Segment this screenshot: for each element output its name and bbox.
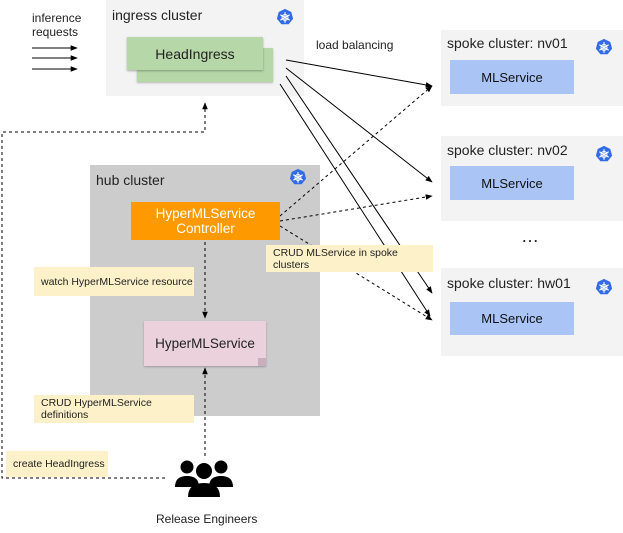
kubernetes-icon [289, 168, 307, 185]
load-balancing-label: load balancing [316, 38, 394, 52]
people-group-icon [175, 460, 233, 497]
head-ingress-label: HeadIngress [155, 45, 235, 62]
spoke-cluster-title: spoke cluster: hw01 [447, 275, 571, 291]
hyper-ml-service-resource: HyperMLService [144, 321, 266, 366]
ml-service-box: MLService [450, 302, 574, 335]
lb-arrow-nv02 [285, 67, 433, 183]
head-ingress-box: HeadIngress [127, 37, 263, 70]
controller-label-line2: Controller [176, 221, 235, 236]
hub-cluster-title: hub cluster [96, 172, 165, 188]
spoke-cluster-title: spoke cluster: nv01 [447, 35, 568, 51]
note-crud-hyper-definitions: CRUD HyperMLService definitions [34, 395, 194, 423]
ml-service-box: MLService [450, 60, 574, 94]
controller-label-line1: HyperMLService [155, 206, 256, 221]
crud-arrow-nv02 [279, 194, 433, 222]
spoke-cluster-title: spoke cluster: nv02 [447, 142, 568, 158]
lb-arrow-nv01 [285, 59, 433, 88]
kubernetes-icon [595, 145, 613, 162]
crud-arrow-hw01 [279, 225, 433, 321]
page-fold-corner [258, 358, 266, 366]
ml-service-box: MLService [450, 166, 574, 200]
kubernetes-icon [595, 278, 613, 295]
inference-requests-label: inference requests [32, 11, 82, 39]
note-crud-ml-service: CRUD MLService in spoke clusters [266, 245, 433, 272]
hyper-ml-service-controller: HyperMLService Controller [131, 202, 280, 240]
kubernetes-icon [276, 8, 294, 25]
kubernetes-icon [595, 38, 613, 55]
lb-arrow-hw01-b [279, 83, 431, 317]
hyper-ml-service-label: HyperMLService [155, 336, 255, 351]
note-create-head-ingress: create HeadIngress [6, 451, 108, 477]
ingress-cluster-title: ingress cluster [112, 7, 203, 23]
note-watch-resource: watch HyperMLService resource [34, 267, 194, 296]
release-engineers-label: Release Engineers [156, 512, 258, 526]
create-head-path [1, 102, 208, 479]
more-spokes-ellipsis: … [521, 226, 541, 246]
crud-arrow-nv01 [279, 85, 433, 217]
